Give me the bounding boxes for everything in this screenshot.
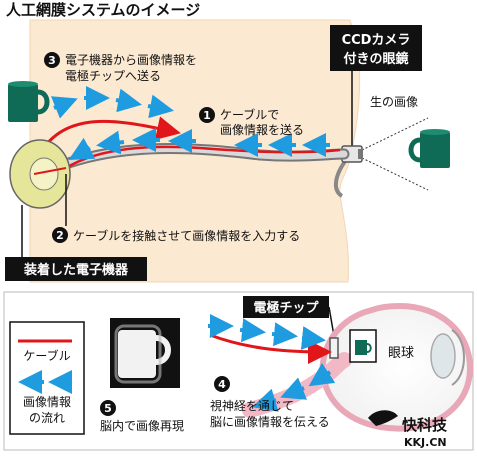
raw-image-label: 生の画像 bbox=[370, 95, 418, 109]
camera-label-line1: CCDカメラ bbox=[342, 33, 411, 48]
step-4: 4 視神経を通じて 脳に画像情報を伝える bbox=[210, 376, 330, 429]
bottom-red-cable bbox=[209, 333, 332, 364]
electronic-device bbox=[9, 139, 71, 209]
field-of-view-lines bbox=[361, 117, 429, 191]
step-2-line1: ケーブルを接触させて画像情報を入力する bbox=[73, 228, 300, 243]
flow-arrows-cable bbox=[68, 128, 330, 160]
watermark-url: KKJ.CN bbox=[404, 436, 447, 449]
watermark-logo-icon bbox=[368, 410, 398, 426]
legend-flow-line1: 画像情報 bbox=[23, 395, 71, 409]
brain-reproduced-image bbox=[110, 318, 180, 388]
step-1-number: 1 bbox=[203, 109, 211, 122]
step-4-number: 4 bbox=[218, 378, 226, 391]
bottom-panel-frame bbox=[3, 291, 474, 451]
mug-icon-real bbox=[408, 129, 450, 168]
cable-red-line bbox=[65, 145, 341, 170]
chip-label-box: 電極チップ bbox=[243, 296, 335, 337]
legend-flow-line2: の流れ bbox=[29, 411, 65, 425]
step-2: 2 ケーブルを接触させて画像情報を入力する bbox=[52, 174, 300, 243]
flow-arrows-to-chip bbox=[208, 314, 326, 350]
camera-label-box: CCDカメラ 付きの眼鏡 bbox=[330, 25, 422, 71]
watermark-brand: 快科技 bbox=[402, 416, 448, 434]
step-1-line2: 画像情報を送る bbox=[220, 122, 304, 137]
flow-arrows-optic-nerve bbox=[252, 362, 336, 412]
device-label: 装着した電子機器 bbox=[23, 262, 129, 278]
legend-box: ケーブル 画像情報 の流れ bbox=[9, 321, 85, 435]
step-2-number: 2 bbox=[56, 229, 64, 242]
mug-icon-left bbox=[8, 81, 50, 122]
step-1: 1 ケーブルで 画像情報を送る bbox=[199, 107, 304, 137]
step-4-line2: 脳に画像情報を伝える bbox=[210, 415, 330, 429]
step-3-line1: 電子機器から画像情報を bbox=[65, 52, 197, 67]
step-5: 5 脳内で画像再現 bbox=[100, 400, 184, 433]
flow-arrows-upper bbox=[50, 86, 174, 119]
legend-cable-label: ケーブル bbox=[23, 348, 70, 363]
step-3-line2: 電極チップへ送る bbox=[65, 68, 161, 83]
eyeball-label: 眼球 bbox=[388, 346, 414, 361]
step-4-line1: 視神経を通じて bbox=[210, 398, 294, 413]
chip-label: 電極チップ bbox=[253, 300, 319, 316]
watermark: 快科技 KKJ.CN bbox=[368, 410, 448, 449]
step-3: 3 電子機器から画像情報を 電極チップへ送る bbox=[44, 52, 197, 83]
camera-label-line2: 付きの眼鏡 bbox=[343, 51, 408, 67]
step-1-line1: ケーブルで bbox=[220, 107, 279, 122]
electrode-chip bbox=[329, 337, 339, 359]
diagram-title: 人工網膜システムのイメージ bbox=[6, 1, 200, 19]
red-curve-arrow bbox=[40, 116, 181, 151]
step-3-number: 3 bbox=[48, 54, 56, 67]
device-label-box: 装着した電子機器 bbox=[5, 205, 147, 281]
step-5-number: 5 bbox=[104, 402, 112, 415]
step-5-line1: 脳内で画像再現 bbox=[100, 419, 184, 433]
retina-image bbox=[349, 329, 377, 363]
